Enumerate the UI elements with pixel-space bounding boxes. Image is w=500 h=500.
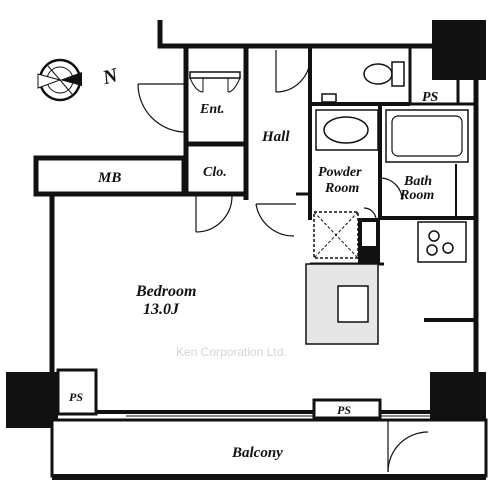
pipe-space-bottom-box (312, 398, 382, 420)
burner-3 (426, 244, 438, 256)
label-bedroom-size: 13.0J (143, 301, 180, 318)
label-pipe-space-bottom: PS (337, 403, 351, 417)
compass-north-letter: N (100, 64, 122, 90)
compass (37, 58, 82, 102)
label-bath-room-line2: Room (399, 188, 434, 203)
label-bedroom: Bedroom (135, 283, 196, 300)
kitchen-sink (337, 285, 369, 323)
burner-1 (428, 230, 440, 242)
entrance-door-swing (137, 83, 187, 133)
column-top-right (432, 20, 486, 80)
toilet-bowl (363, 63, 393, 85)
balcony (50, 418, 488, 478)
label-pipe-space-left: PS (69, 390, 83, 404)
wall-top (157, 20, 432, 49)
label-meter-box: MB (97, 170, 121, 186)
label-entrance: Ent. (199, 102, 225, 117)
sink-basin (323, 116, 369, 144)
label-bath-room-line1: Bath (403, 174, 432, 189)
closet (183, 141, 249, 197)
pipe-space-left-box (56, 368, 98, 416)
label-hall: Hall (261, 129, 290, 145)
kitchen-stove (417, 221, 467, 263)
label-closet: Clo. (203, 165, 227, 180)
meter-box (33, 155, 187, 197)
label-powder-room-line2: Room (324, 181, 359, 196)
burner-2 (442, 242, 454, 254)
watermark: Ken Corporation Ltd. (176, 345, 287, 359)
column-bottom-left (6, 372, 58, 428)
compass-needle-icon (60, 72, 82, 86)
label-pipe-space-top: PS (422, 90, 439, 105)
label-balcony: Balcony (231, 445, 283, 461)
toilet-tank (391, 61, 405, 87)
label-powder-room-line1: Powder (318, 165, 362, 180)
